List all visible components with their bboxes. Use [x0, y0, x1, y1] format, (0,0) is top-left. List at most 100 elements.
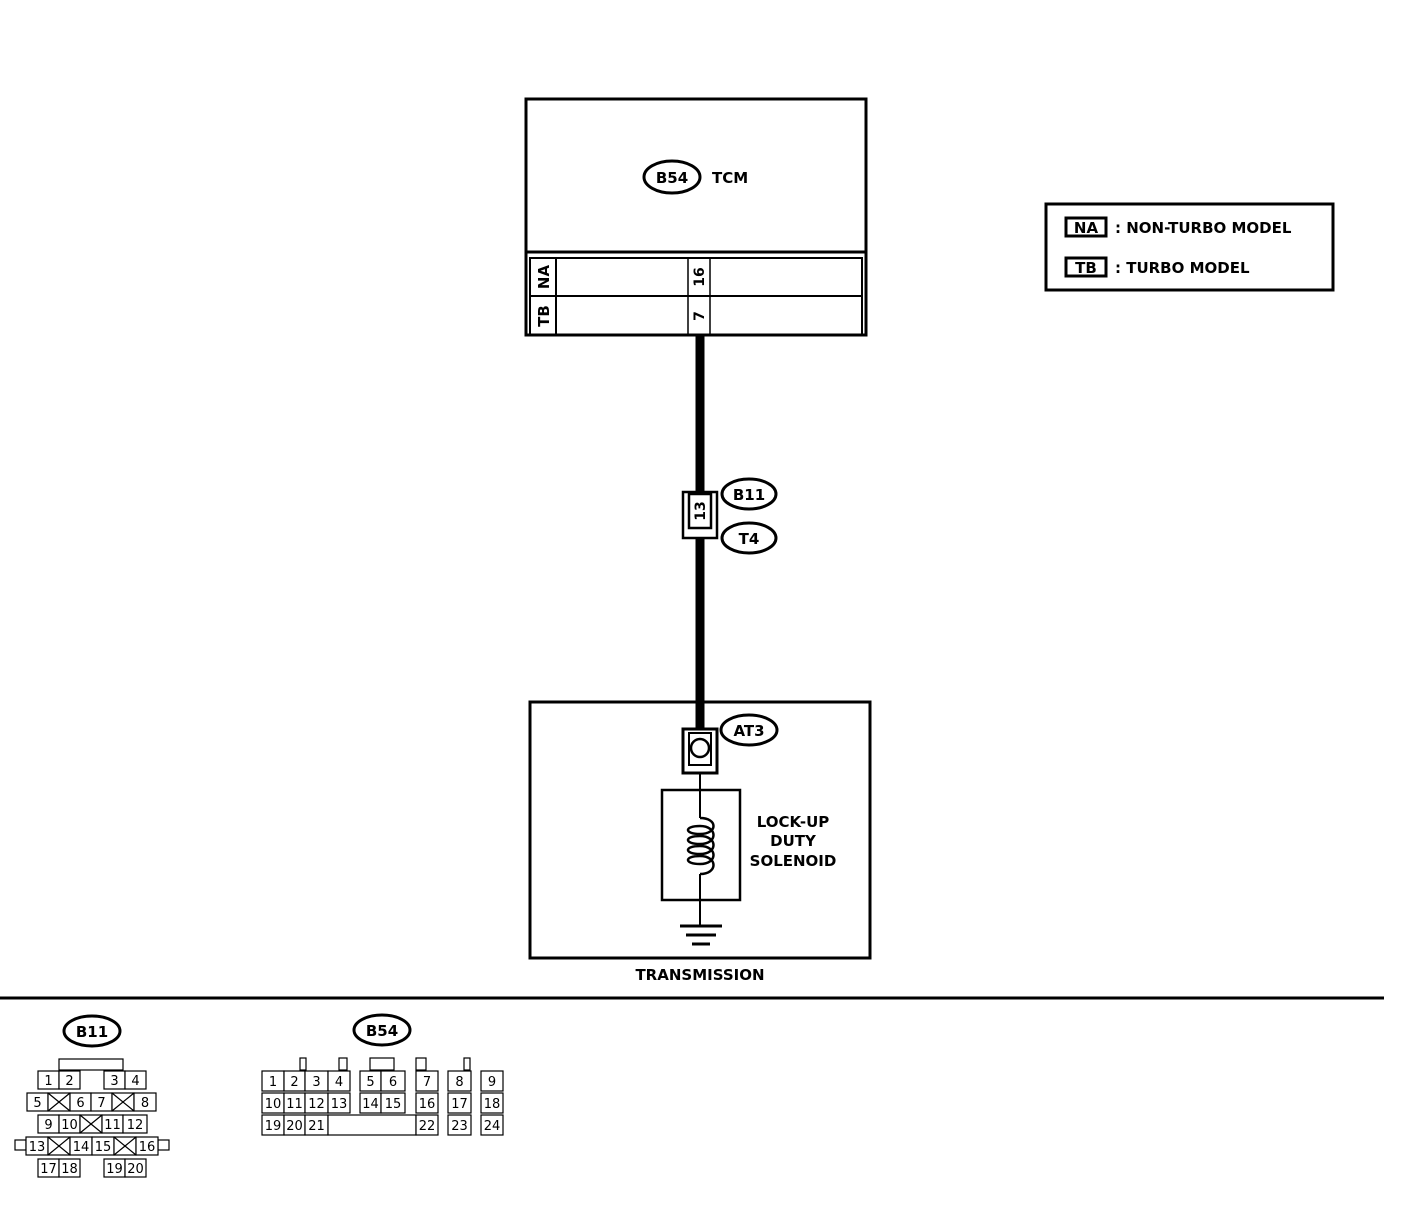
tcm-pin-tb: 7	[692, 311, 708, 321]
legend-code-tb: TB	[1075, 259, 1097, 277]
solenoid-label-line1: LOCK-UP	[757, 813, 830, 831]
b11-pin-1: 1	[44, 1074, 52, 1089]
model-legend: NA TB : NON-TURBO MODEL : TURBO MODEL	[1044, 202, 1335, 292]
b54-pin-13: 13	[331, 1097, 348, 1112]
at3-terminal-icon	[689, 737, 711, 759]
blank-cavity-mark	[111, 1092, 135, 1112]
junction-badge-b11: B11	[733, 486, 765, 504]
b54-pin-4-cell	[327, 1070, 351, 1092]
b11-pin-20: 20	[127, 1162, 144, 1177]
b54-pin-18: 18	[484, 1097, 501, 1112]
ground-icon	[680, 924, 722, 946]
b54-pin-10: 10	[265, 1097, 282, 1112]
tcm-label: TCM	[712, 169, 748, 187]
b54-pin-21: 21	[308, 1119, 325, 1134]
b54-pin-8: 8	[455, 1075, 463, 1090]
b54-pin-8-cell	[447, 1070, 472, 1092]
solenoid-label-line2: DUTY	[770, 832, 817, 850]
b11-pin-12: 12	[127, 1118, 144, 1133]
b54-pin-7-cell	[415, 1070, 439, 1092]
b54-pin-4: 4	[335, 1075, 343, 1090]
b54-pin-22-cell	[415, 1114, 439, 1136]
legend-code-na: NA	[1074, 219, 1099, 237]
blank-cavity-mark	[79, 1114, 103, 1134]
solenoid-label-line3: SOLENOID	[750, 852, 837, 870]
b11-pin-16-cell	[135, 1136, 159, 1156]
b11-pin-2: 2	[65, 1074, 73, 1089]
coil-icon	[686, 816, 715, 876]
b11-pin-18: 18	[61, 1162, 78, 1177]
b54-pin-24-cell	[480, 1114, 504, 1136]
b11-pin-10: 10	[61, 1118, 78, 1133]
b54-pin-7: 7	[423, 1075, 431, 1090]
transmission-unit: TRANSMISSION AT3 LOCK-UP DUTY SOLENOID	[528, 700, 872, 984]
b54-pin-15: 15	[385, 1097, 402, 1112]
tcm-unit: B54 TCM NA TB 16 7	[524, 97, 868, 337]
b11-pin-17: 17	[40, 1162, 57, 1177]
b54-pin-6: 6	[389, 1075, 397, 1090]
b54-pin-12: 12	[308, 1097, 325, 1112]
b11-pin-6: 6	[76, 1096, 84, 1111]
b54-pin-3: 3	[312, 1075, 320, 1090]
connector-b54-badge: B54	[366, 1022, 398, 1040]
legend-text-tb: : TURBO MODEL	[1115, 259, 1250, 277]
b54-pin-5: 5	[366, 1075, 374, 1090]
tcm-row-model-tb: TB	[535, 305, 553, 327]
b54-pin-23: 23	[451, 1119, 468, 1134]
b11-pin-5: 5	[33, 1096, 41, 1111]
b54-pin-23-cell	[447, 1114, 472, 1136]
blank-cavity-mark	[47, 1136, 71, 1156]
transmission-label: TRANSMISSION	[635, 966, 764, 984]
b11-pin-19: 19	[106, 1162, 123, 1177]
b54-pin-18-cell	[480, 1092, 504, 1114]
at3-badge: AT3	[733, 722, 764, 740]
junction-connector: 13 B11 T4	[681, 477, 778, 555]
b11-pin-4: 4	[131, 1074, 139, 1089]
junction-pin: 13	[693, 501, 709, 520]
blank-cavity-mark	[47, 1092, 71, 1112]
b54-pin-9: 9	[488, 1075, 496, 1090]
b11-pin-7: 7	[97, 1096, 105, 1111]
junction-badge-t4: T4	[739, 530, 760, 548]
b54-pin-19: 19	[265, 1119, 282, 1134]
blank-cavity-mark	[113, 1136, 137, 1156]
b54-pin-17: 17	[451, 1097, 468, 1112]
b54-pin-15-cell	[380, 1092, 406, 1114]
b11-pin-12-cell	[122, 1114, 148, 1134]
b11-pin-8-cell	[133, 1092, 157, 1112]
b54-pin-24: 24	[484, 1119, 501, 1134]
tcm-pin-na: 16	[692, 267, 708, 286]
b11-pin-8: 8	[141, 1096, 149, 1111]
b54-pin-9-cell	[480, 1070, 504, 1092]
b54-pin-17-cell	[447, 1092, 472, 1114]
b11-pin-16: 16	[139, 1140, 156, 1155]
b11-pin-14: 14	[73, 1140, 90, 1155]
connector-b11-badge: B11	[76, 1023, 108, 1041]
b54-pin-20: 20	[286, 1119, 303, 1134]
b54-pin-16: 16	[419, 1097, 436, 1112]
b11-pin-18-cell	[58, 1158, 81, 1178]
tcm-row-model-na: NA	[535, 265, 553, 290]
b54-pin-14: 14	[362, 1097, 379, 1112]
b11-pin-9: 9	[44, 1118, 52, 1133]
b54-pin-11: 11	[286, 1097, 303, 1112]
b54-pin-2: 2	[290, 1075, 298, 1090]
b54-filler-cell	[327, 1114, 417, 1136]
b54-pin-13-cell	[327, 1092, 351, 1114]
b54-pin-22: 22	[419, 1119, 436, 1134]
b11-pin-4-cell	[124, 1070, 147, 1090]
b11-pin-11: 11	[104, 1118, 121, 1133]
b11-pin-15: 15	[95, 1140, 112, 1155]
b54-pin-16-cell	[415, 1092, 439, 1114]
legend-text-na: : NON-TURBO MODEL	[1115, 219, 1292, 237]
b11-pin-20-cell	[124, 1158, 147, 1178]
tcm-badge-outline	[642, 159, 702, 195]
b54-pin-1: 1	[269, 1075, 277, 1090]
b11-pin-3: 3	[110, 1074, 118, 1089]
b11-pin-13: 13	[29, 1140, 46, 1155]
b54-pin-6-cell	[380, 1070, 406, 1092]
tcm-badge: B54	[656, 169, 688, 187]
